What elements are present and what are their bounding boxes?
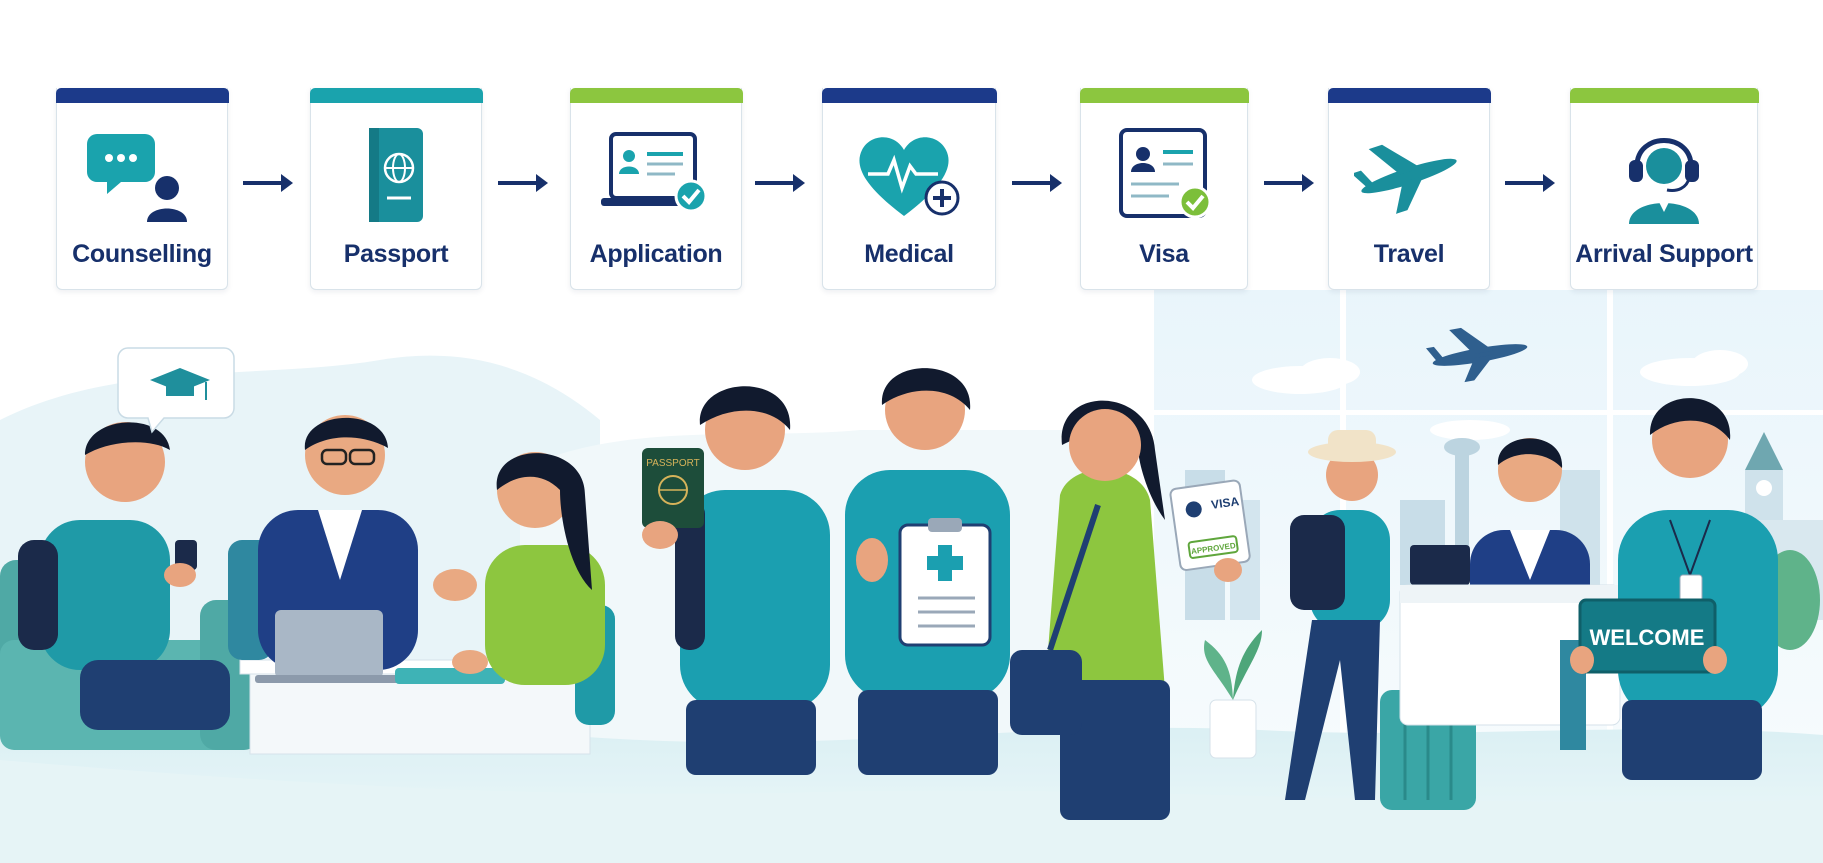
airplane-icon bbox=[1354, 144, 1457, 214]
step-medical: Medical bbox=[821, 88, 997, 290]
medical-student bbox=[845, 368, 1010, 775]
step-label: Travel bbox=[1373, 240, 1445, 268]
passport-icon bbox=[369, 128, 423, 222]
step-accent-bar bbox=[1079, 88, 1249, 103]
visa-student: VISA APPROVED bbox=[1010, 400, 1251, 820]
arrow-right-icon bbox=[753, 168, 807, 198]
checkin-desk bbox=[1399, 438, 1621, 750]
step-travel: Travel bbox=[1327, 88, 1491, 290]
step-accent-bar bbox=[55, 88, 229, 103]
visa-text: VISA bbox=[1210, 494, 1240, 512]
step-label: Application bbox=[589, 240, 723, 268]
step-accent-bar bbox=[821, 88, 997, 103]
headset-agent-icon bbox=[1629, 138, 1699, 224]
step-arrival-support: Arrival Support bbox=[1569, 88, 1759, 290]
passport-student: PASSPORT bbox=[642, 386, 830, 775]
step-counselling: Counselling bbox=[55, 88, 229, 290]
arrow-right-icon bbox=[1010, 168, 1064, 198]
step-label: Counselling bbox=[72, 240, 212, 268]
laptop-application-icon bbox=[601, 132, 708, 213]
step-label: Passport bbox=[343, 240, 449, 268]
step-visa: Visa bbox=[1079, 88, 1249, 290]
step-application: Application bbox=[569, 88, 743, 290]
step-label: Medical bbox=[864, 240, 954, 268]
held-visa-card: VISA APPROVED bbox=[1169, 479, 1251, 571]
graduation-cap-bubble bbox=[117, 347, 235, 434]
step-accent-bar bbox=[1327, 88, 1491, 103]
step-accent-bar bbox=[309, 88, 483, 103]
heart-medical-icon bbox=[859, 137, 960, 216]
counselling-scene bbox=[0, 347, 615, 755]
step-accent-bar bbox=[1569, 88, 1759, 103]
arrow-right-icon bbox=[1503, 168, 1557, 198]
welcome-greeter: WELCOME bbox=[1570, 398, 1778, 780]
medical-clipboard bbox=[898, 518, 992, 647]
arrow-right-icon bbox=[496, 168, 550, 198]
process-steps: Counselling Passport bbox=[0, 0, 1823, 300]
chat-person-icon bbox=[87, 134, 187, 222]
step-label: Arrival Support bbox=[1575, 240, 1753, 268]
arrow-right-icon bbox=[1262, 168, 1316, 198]
sky-airplane bbox=[1426, 327, 1528, 383]
passport-text: PASSPORT bbox=[646, 458, 700, 469]
potted-plant bbox=[1204, 630, 1262, 759]
held-passport: PASSPORT bbox=[642, 448, 704, 528]
step-label: Visa bbox=[1139, 240, 1189, 268]
visa-card-icon bbox=[1119, 128, 1212, 219]
welcome-sign-text: WELCOME bbox=[1590, 625, 1705, 650]
step-accent-bar bbox=[569, 88, 743, 103]
step-passport: Passport bbox=[309, 88, 483, 290]
arrow-right-icon bbox=[241, 168, 295, 198]
